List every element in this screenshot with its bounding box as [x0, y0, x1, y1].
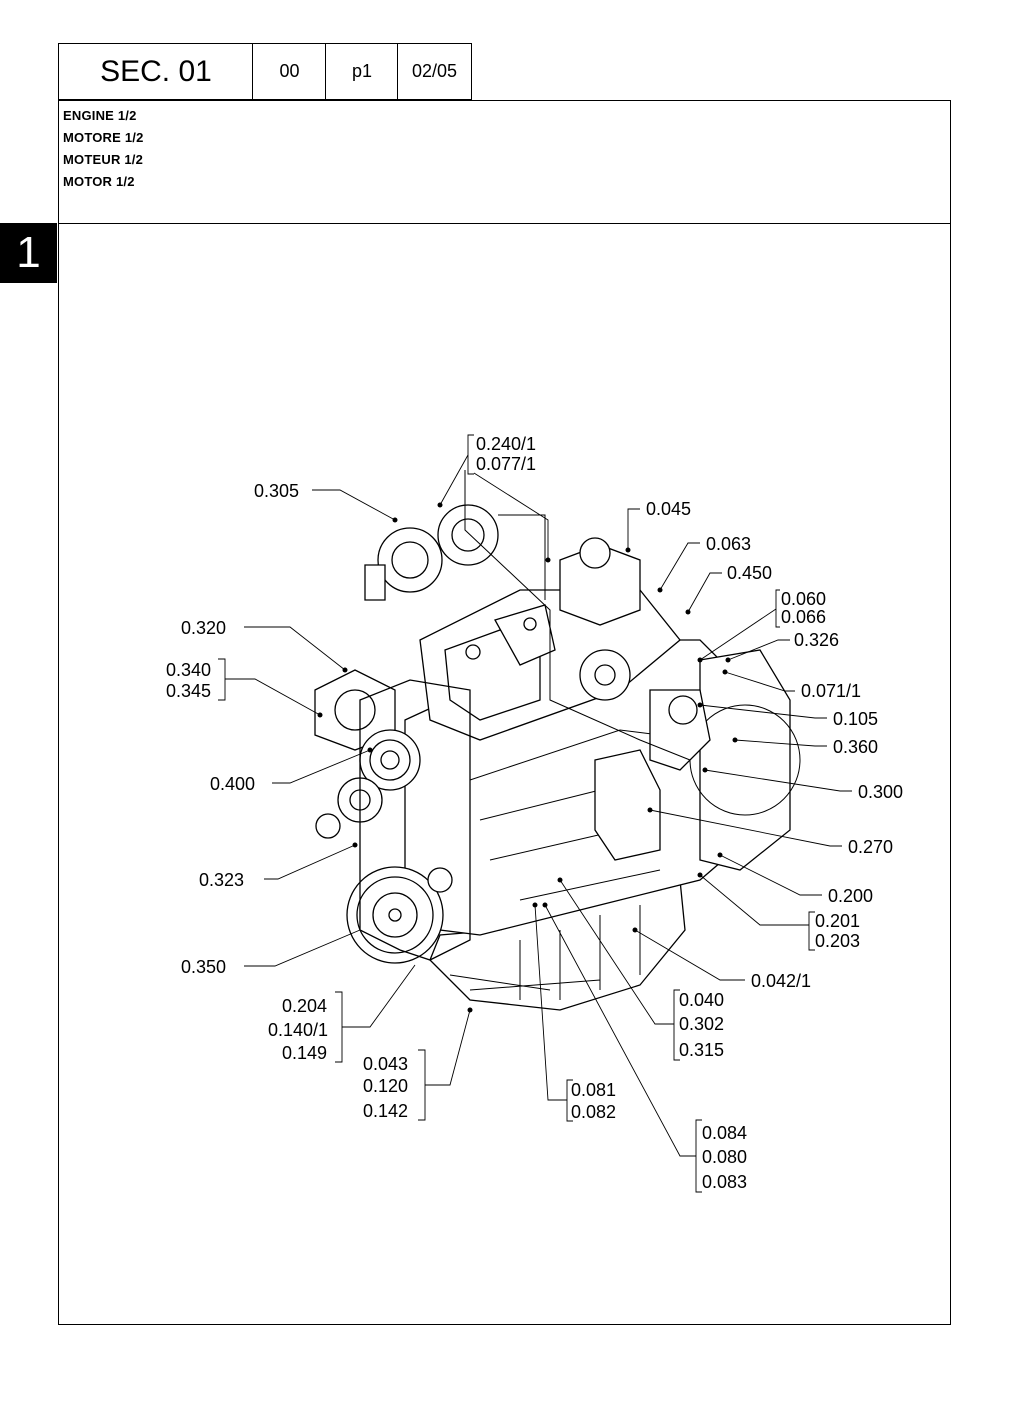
callout-0-105: 0.105 — [833, 709, 878, 729]
callout-0-071-1: 0.071/1 — [801, 681, 861, 701]
section-tab: 1 — [0, 223, 57, 283]
title-line-it: MOTORE 1/2 — [63, 130, 144, 145]
callout-0-077-1: 0.077/1 — [476, 454, 536, 474]
callout-0-040: 0.040 — [679, 990, 724, 1010]
callout-0-045: 0.045 — [646, 499, 691, 519]
callout-0-204: 0.204 — [282, 996, 327, 1016]
page-number: p1 — [325, 43, 399, 100]
callout-0-340: 0.340 — [166, 660, 211, 680]
callout-0-320: 0.320 — [181, 618, 226, 638]
callout-0-270: 0.270 — [848, 837, 893, 857]
callout-0-203: 0.203 — [815, 931, 860, 951]
callout-0-450: 0.450 — [727, 563, 772, 583]
callout-0-240-1: 0.240/1 — [476, 434, 536, 454]
title-line-en: ENGINE 1/2 — [63, 108, 137, 123]
title-line-es: MOTOR 1/2 — [63, 174, 135, 189]
callout-0-305: 0.305 — [254, 481, 299, 501]
callout-0-345: 0.345 — [166, 681, 211, 701]
callout-0-082: 0.082 — [571, 1102, 616, 1122]
callout-0-200: 0.200 — [828, 886, 873, 906]
callout-0-060: 0.060 — [781, 589, 826, 609]
callout-0-043: 0.043 — [363, 1054, 408, 1074]
callout-0-300: 0.300 — [858, 782, 903, 802]
callout-0-083: 0.083 — [702, 1172, 747, 1192]
callout-0-400: 0.400 — [210, 774, 255, 794]
callout-0-080: 0.080 — [702, 1147, 747, 1167]
callout-0-081: 0.081 — [571, 1080, 616, 1100]
callout-0-042-1: 0.042/1 — [751, 971, 811, 991]
callout-labels: 0.240/1 0.077/1 0.305 0.045 0.063 0.450 … — [166, 434, 903, 1192]
callout-0-063: 0.063 — [706, 534, 751, 554]
engine-illustration — [314, 470, 801, 1011]
callout-0-323: 0.323 — [199, 870, 244, 890]
callout-0-360: 0.360 — [833, 737, 878, 757]
callout-0-084: 0.084 — [702, 1123, 747, 1143]
callout-0-066: 0.066 — [781, 607, 826, 627]
title-line-fr: MOTEUR 1/2 — [63, 152, 144, 167]
issue-date: 02/05 — [397, 43, 472, 100]
callout-0-315: 0.315 — [679, 1040, 724, 1060]
title-block: ENGINE 1/2 MOTORE 1/2 MOTEUR 1/2 MOTOR 1… — [58, 100, 951, 224]
callout-0-142: 0.142 — [363, 1101, 408, 1121]
callout-0-140-1: 0.140/1 — [268, 1020, 328, 1040]
drawing-frame — [58, 222, 951, 1325]
callout-0-326: 0.326 — [794, 630, 839, 650]
revision-number: 00 — [252, 43, 327, 100]
section-number: SEC. 01 — [58, 43, 254, 100]
attachment-dots — [317, 502, 738, 1013]
leader-lines — [218, 434, 852, 1193]
callout-0-201: 0.201 — [815, 911, 860, 931]
callout-0-350: 0.350 — [181, 957, 226, 977]
callout-0-302: 0.302 — [679, 1014, 724, 1034]
callout-0-120: 0.120 — [363, 1076, 408, 1096]
callout-0-149: 0.149 — [282, 1043, 327, 1063]
